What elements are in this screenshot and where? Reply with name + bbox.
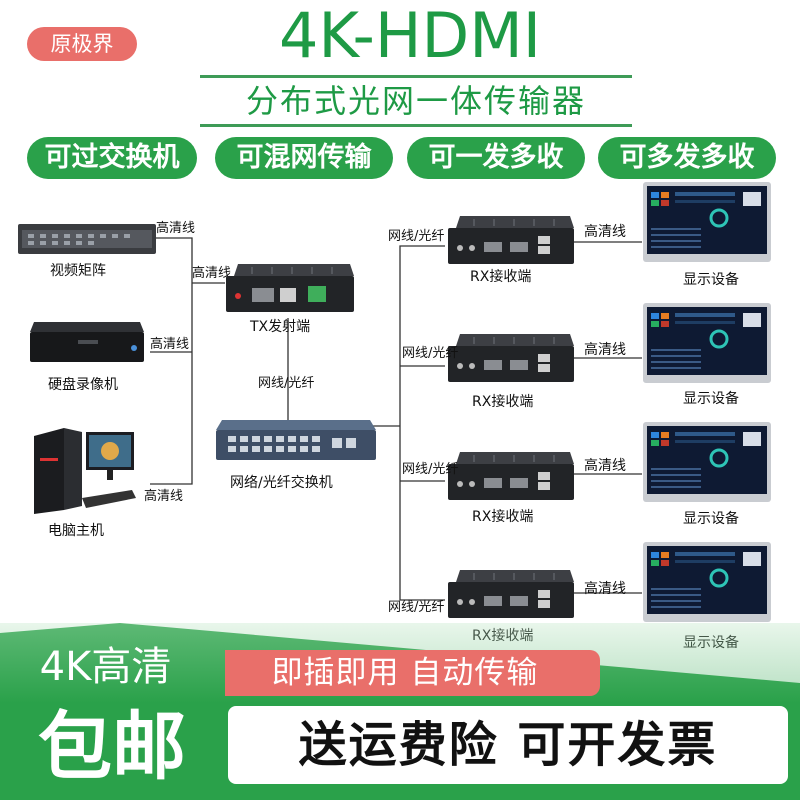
network-switch-image xyxy=(216,420,376,460)
promo-4k: 4K高清 xyxy=(39,644,172,690)
display-label-2: 显示设备 xyxy=(683,391,739,407)
feature-pill-2: 可混网传输 xyxy=(215,137,393,179)
video-matrix-image xyxy=(18,224,156,254)
source-cable-label-1: 高清线 xyxy=(156,221,196,236)
tx-cable-label: 高清线 xyxy=(192,266,232,281)
rx-receiver-image-3 xyxy=(448,452,574,500)
rx-cable-label-1: 高清线 xyxy=(584,224,626,240)
desktop-pc-image xyxy=(34,428,136,514)
rx-cable-label-2: 高清线 xyxy=(584,342,626,358)
tx-transmitter-image xyxy=(226,264,354,312)
rx-cable-label-4: 高清线 xyxy=(584,581,626,597)
feature-pill-1: 可过交换机 xyxy=(27,137,197,179)
feature-pill-3: 可一发多收 xyxy=(407,137,585,179)
tx-switch-link-label: 网线/光纤 xyxy=(258,376,315,391)
subtitle-frame xyxy=(200,75,632,127)
subtitle: 分布式光网一体传输器 xyxy=(245,82,586,120)
promo-invoice-text: 送运费险 可开发票 xyxy=(298,717,718,773)
rx-label-4: RX接收端 xyxy=(472,628,534,644)
rx-link-label-1: 网线/光纤 xyxy=(388,229,445,244)
rx-cable-label-3: 高清线 xyxy=(584,458,626,474)
switch-label: 网络/光纤交换机 xyxy=(230,475,333,491)
rx-receiver-image-2 xyxy=(448,334,574,382)
rx-receiver-image-4 xyxy=(448,570,574,618)
display-label-1: 显示设备 xyxy=(683,272,739,288)
display-device-image-4 xyxy=(643,542,771,622)
rx-label-2: RX接收端 xyxy=(472,394,534,410)
feature-pill-4: 可多发多收 xyxy=(598,137,776,179)
promo-free-shipping: 包邮 xyxy=(38,704,186,790)
display-device-image-2 xyxy=(643,303,771,383)
rx-link-label-2: 网线/光纤 xyxy=(402,346,459,361)
source-label-2: 硬盘录像机 xyxy=(48,377,118,393)
display-device-image-3 xyxy=(643,422,771,502)
rx-label-3: RX接收端 xyxy=(472,509,534,525)
tx-label: TX发射端 xyxy=(250,319,311,335)
promo-plug-bar xyxy=(225,650,600,696)
promo-plug-text: 即插即用 自动传输 xyxy=(271,655,539,691)
dvr-image xyxy=(30,322,144,362)
rx-link-label-4: 网线/光纤 xyxy=(388,600,445,615)
brand-badge: 原极界 xyxy=(27,27,137,61)
rx-label-1: RX接收端 xyxy=(470,269,532,285)
display-device-image-1 xyxy=(643,182,771,262)
source-label-3: 电脑主机 xyxy=(48,523,104,539)
promo-invoice-bar xyxy=(228,706,788,784)
display-label-3: 显示设备 xyxy=(683,511,739,527)
rx-link-label-3: 网线/光纤 xyxy=(402,462,459,477)
source-cable-label-2: 高清线 xyxy=(150,337,190,352)
source-cable-label-3: 高清线 xyxy=(144,489,184,504)
page-title: 4K-HDMI xyxy=(278,0,542,72)
source-label-1: 视频矩阵 xyxy=(50,263,106,279)
rx-receiver-image-1 xyxy=(448,216,574,264)
display-label-4: 显示设备 xyxy=(683,635,739,651)
